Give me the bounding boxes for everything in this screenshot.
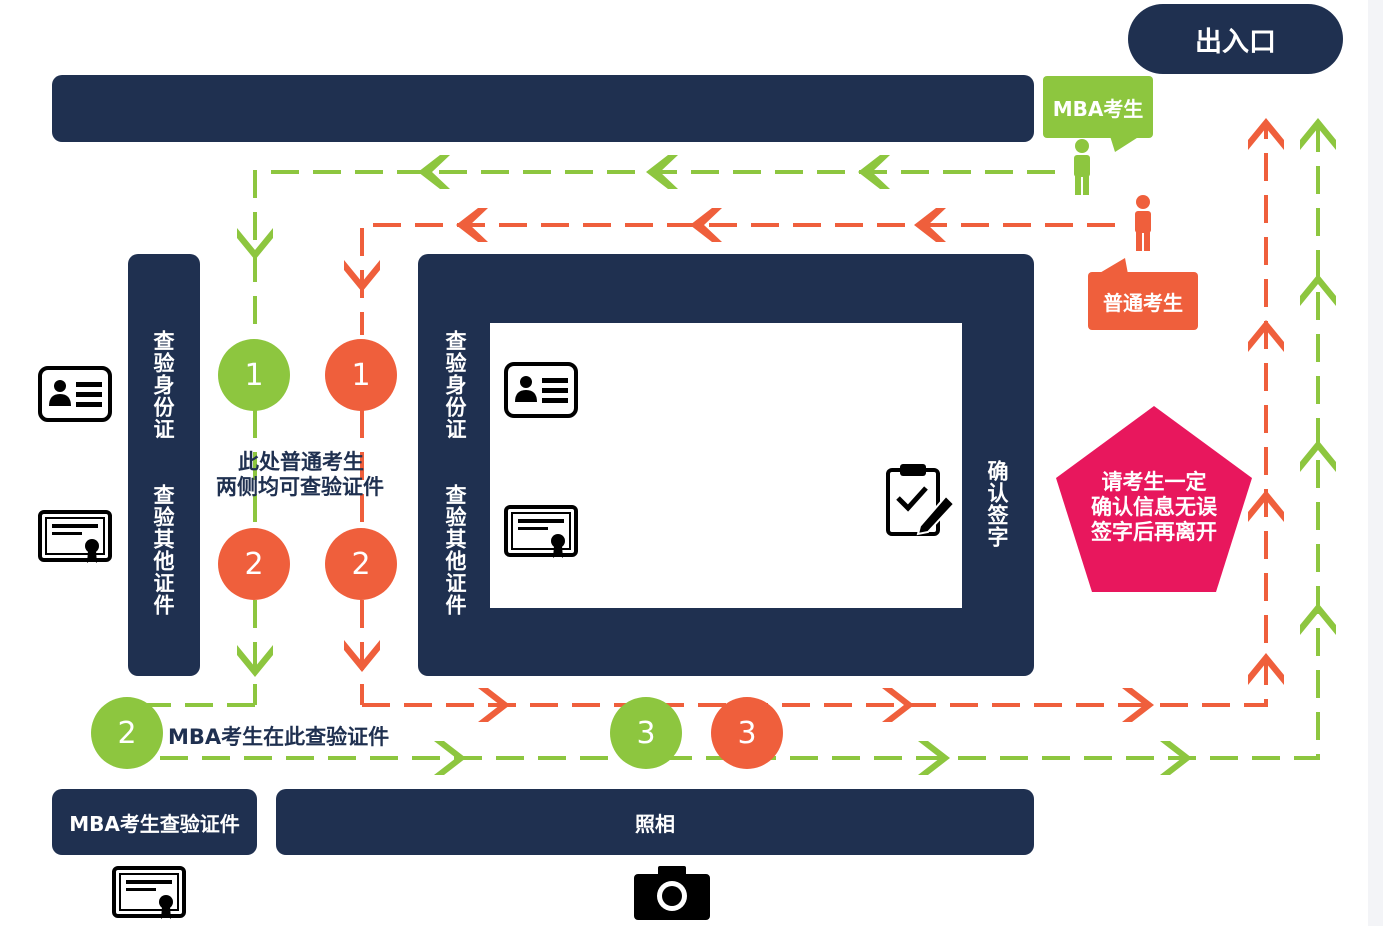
mba-flow-path <box>130 125 1320 760</box>
step-1-mba: 1 <box>218 339 290 411</box>
step-2-regular-left: 2 <box>218 528 290 600</box>
step-3-mba: 3 <box>610 697 682 769</box>
note-regular-line2: 两侧均可查验证件 <box>216 475 384 499</box>
mba-check-desk-label: MBA考生查验证件 <box>69 811 240 836</box>
step-1-regular: 1 <box>325 339 397 411</box>
step-2-regular-right: 2 <box>325 528 397 600</box>
warning-line2: 确认信息无误 <box>1091 495 1217 519</box>
orange-left-arrows <box>456 208 946 242</box>
certificate-icon <box>38 510 112 563</box>
id-card-icon <box>504 362 578 418</box>
green-left-arrows <box>418 155 890 189</box>
camera-icon <box>634 866 710 920</box>
warning-pentagon <box>1056 406 1252 592</box>
regular-student-tag: 普通考生 <box>1103 290 1183 315</box>
center-booth-docs-check: 查验其他证件 <box>443 484 467 616</box>
mba-check-desk: MBA考生查验证件 <box>52 789 257 855</box>
confirm-signature-label: 确认签字 <box>985 460 1009 548</box>
center-booth-id-check: 查验身份证 <box>443 330 467 440</box>
green-up-arrows <box>1300 118 1336 635</box>
green-right-arrows <box>434 741 1192 775</box>
mba-student-tag: MBA考生 <box>1052 96 1144 121</box>
certificate-icon <box>112 866 186 919</box>
orange-up-arrows <box>1248 118 1284 685</box>
down-arrows <box>237 228 380 677</box>
scrollbar-track[interactable] <box>1368 0 1383 926</box>
photo-station-label: 照相 <box>635 811 675 836</box>
mba-tag-bubble <box>1043 76 1153 152</box>
left-booth-id-check: 查验身份证 <box>151 330 175 440</box>
id-card-icon <box>38 366 112 422</box>
entrance-button[interactable]: 出入口 <box>1128 4 1343 74</box>
step-3-regular: 3 <box>711 697 783 769</box>
top-wall <box>52 75 1034 142</box>
warning-text: 请考生一定 确认信息无误 签字后再离开 <box>1062 470 1246 545</box>
warning-line1: 请考生一定 <box>1101 470 1207 494</box>
orange-right-arrows <box>478 688 1154 722</box>
mba-check-here-note: MBA考生在此查验证件 <box>168 725 390 749</box>
step-2-mba: 2 <box>91 697 163 769</box>
mba-student-figure <box>1074 139 1090 195</box>
left-booth-docs-check: 查验其他证件 <box>151 484 175 616</box>
entrance-label: 出入口 <box>1195 26 1276 58</box>
left-check-booth <box>128 254 200 676</box>
center-desk <box>490 323 962 608</box>
regular-tag-bubble <box>1088 258 1198 330</box>
warning-line3: 签字后再离开 <box>1091 520 1217 544</box>
note-regular-line1: 此处普通考生 <box>238 450 364 474</box>
clipboard-sign-icon <box>886 464 956 536</box>
certificate-icon <box>504 505 578 558</box>
regular-student-figure <box>1135 195 1151 251</box>
photo-station: 照相 <box>276 789 1034 855</box>
